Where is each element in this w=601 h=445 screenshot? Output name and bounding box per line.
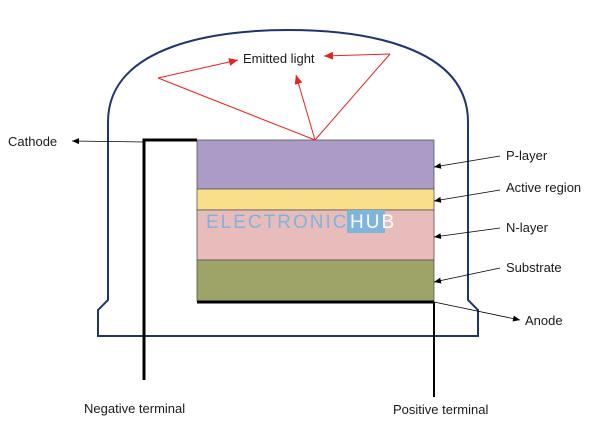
n-layer-label: N-layer — [506, 220, 549, 235]
anode-pointer — [433, 301, 521, 322]
cathode-label: Cathode — [8, 134, 57, 149]
watermark-text: ELECTRONICS — [206, 212, 363, 233]
watermark-badge-text: HUB — [350, 212, 396, 233]
active-region-layer — [196, 188, 435, 211]
substrate-pointer — [433, 267, 501, 284]
anode-label: Anode — [525, 313, 563, 328]
positive-terminal-label: Positive terminal — [393, 402, 488, 417]
cathode-wire — [142, 138, 197, 380]
watermark-badge — [347, 210, 385, 233]
active-region-pointer — [433, 189, 501, 203]
p-layer-label: P-layer — [506, 148, 548, 163]
substrate-label: Substrate — [506, 260, 562, 275]
cathode-pointer — [71, 138, 145, 145]
n-layer-pointer — [433, 227, 501, 240]
p-layer — [196, 139, 435, 190]
negative-terminal-label: Negative terminal — [84, 401, 185, 416]
active-region-label: Active region — [506, 180, 581, 195]
led-package-outline — [97, 28, 479, 337]
p-layer-pointer — [433, 155, 501, 169]
emitted-light-rays — [157, 51, 391, 141]
emitted-light-label: Emitted light — [243, 51, 315, 66]
substrate-layer — [196, 259, 435, 302]
watermark: ELECTRONICS HUB — [206, 210, 396, 233]
